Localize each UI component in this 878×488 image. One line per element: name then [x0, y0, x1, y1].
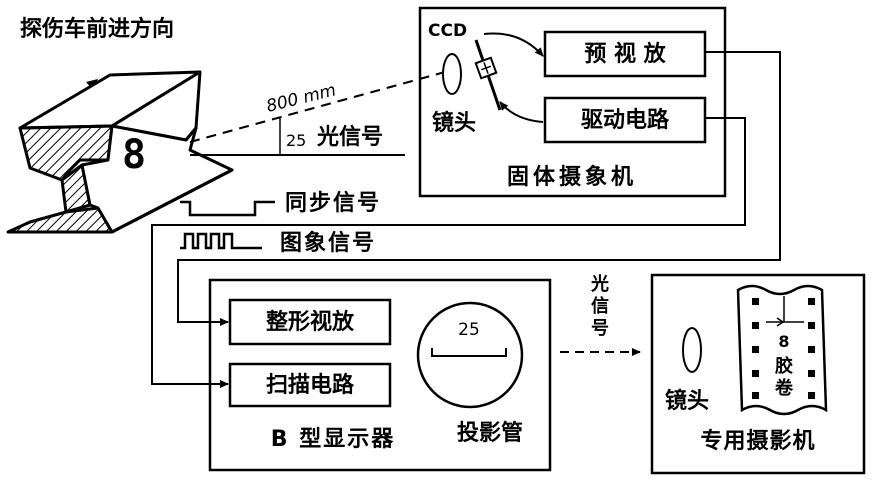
- ccd-label: CCD: [428, 21, 467, 41]
- ccd-sensor-icon: [474, 39, 502, 111]
- scan-circuit-label: 扫描电路: [266, 372, 355, 398]
- light-path-char-2: 信: [591, 295, 609, 317]
- light-signal-label: 光信号: [316, 124, 383, 150]
- tube-value: 25: [458, 320, 480, 340]
- direction-label: 探伤车前进方向: [20, 16, 174, 42]
- sync-pulse-icon: [180, 200, 275, 217]
- film-mark: 8: [778, 332, 789, 351]
- tube-trace-icon: [431, 348, 507, 357]
- shaping-amp-box: [228, 298, 392, 346]
- display-unit-box: [208, 278, 552, 472]
- driver-circuit-box: [543, 96, 707, 144]
- driver-circuit-label: 驱动电路: [581, 107, 670, 133]
- camera-lens-label: 镜头: [432, 110, 476, 136]
- camera-lens-icon: [442, 53, 462, 95]
- display-unit-title: B 型显示器: [271, 427, 395, 452]
- driver-to-ccd-arrow: [499, 101, 544, 123]
- rail-mark: 8: [122, 132, 146, 178]
- image-signal-label: 图象信号: [280, 230, 376, 256]
- ccd-to-preamp-arrow: [483, 32, 544, 57]
- film-camera-lens-icon: [682, 327, 702, 373]
- offset-label: 25: [286, 131, 306, 150]
- light-path-char-1: 光: [590, 273, 609, 295]
- light-path-char-3: 号: [591, 318, 609, 339]
- sync-signal-label: 同步信号: [285, 190, 381, 216]
- film-camera-lens-label: 镜头: [665, 388, 709, 414]
- film-camera-title: 专用摄影机: [700, 428, 815, 454]
- image-signal-wire: [177, 51, 781, 326]
- preamp-label: 预 视 放: [584, 41, 666, 67]
- film-roll-icon: [736, 284, 828, 416]
- rail-drawing: [6, 70, 234, 234]
- preamp-box: [543, 30, 707, 78]
- projection-tube-label: 投影管: [457, 420, 523, 446]
- distance-label: 800 mm: [264, 80, 338, 117]
- shaping-amp-label: 整形视放: [266, 309, 355, 335]
- camera-unit-box: [418, 6, 727, 198]
- film-char-2: 卷: [774, 377, 794, 399]
- film-camera-box: [650, 273, 866, 475]
- film-char-1: 胶: [775, 355, 793, 377]
- camera-unit-title: 固体摄象机: [507, 164, 637, 190]
- sync-signal-wire: [151, 117, 746, 388]
- image-pulse-icon: [180, 232, 262, 250]
- scan-circuit-box: [228, 362, 392, 408]
